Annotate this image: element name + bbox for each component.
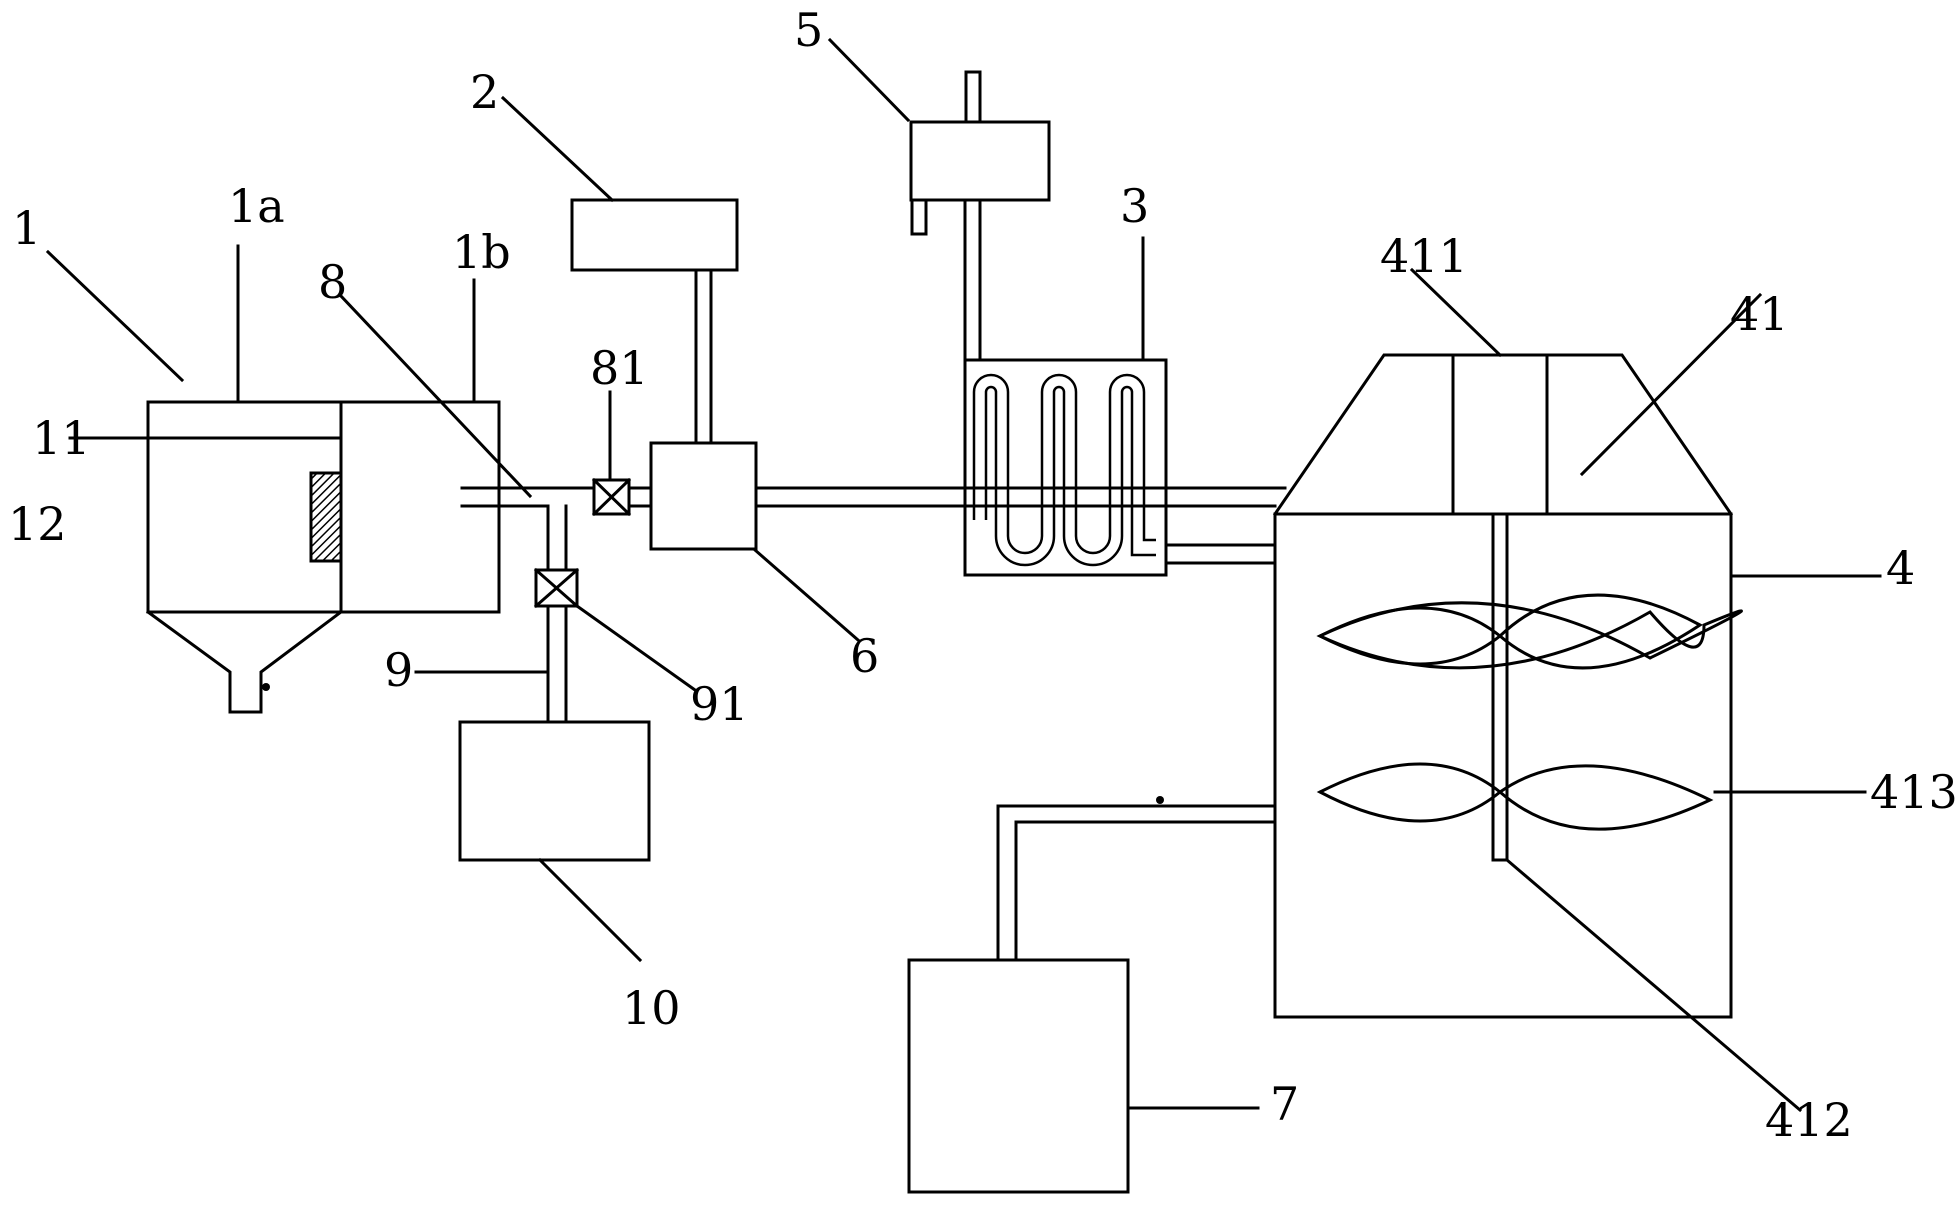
label-7: 7 xyxy=(1270,1077,1299,1131)
label-3: 3 xyxy=(1120,179,1149,233)
label-1a: 1a xyxy=(228,179,285,233)
label-413: 413 xyxy=(1870,765,1955,819)
valve-91[interactable] xyxy=(533,567,580,609)
label-8: 8 xyxy=(318,255,347,309)
reactor-4 xyxy=(1272,353,1743,1019)
hood-41 xyxy=(1272,353,1734,517)
unit-6 xyxy=(649,441,758,551)
unit-2 xyxy=(570,198,739,272)
valve-81[interactable] xyxy=(591,477,632,517)
tank-10 xyxy=(458,720,651,862)
label-2: 2 xyxy=(470,65,499,119)
label-5: 5 xyxy=(794,3,823,57)
label-9: 9 xyxy=(384,643,413,697)
label-4: 4 xyxy=(1886,541,1915,595)
label-12: 12 xyxy=(8,497,67,551)
hopper xyxy=(145,609,344,714)
label-81: 81 xyxy=(590,341,649,395)
label-41: 41 xyxy=(1730,287,1789,341)
blade-upper xyxy=(1316,601,1743,670)
pipe-8 xyxy=(460,486,653,508)
tank-7 xyxy=(907,958,1130,1194)
label-10: 10 xyxy=(622,981,681,1035)
label-1: 1 xyxy=(12,201,41,255)
outlet-dot xyxy=(262,683,270,691)
label-91: 91 xyxy=(690,677,749,731)
labels: 1 1a 1b 11 12 8 81 2 5 3 411 41 4 6 9 91… xyxy=(8,3,1955,1147)
element-12 xyxy=(309,471,343,563)
label-1b: 1b xyxy=(452,225,511,279)
blade-lower xyxy=(1316,762,1714,831)
label-412: 412 xyxy=(1765,1093,1853,1147)
label-11: 11 xyxy=(32,411,91,465)
label-411: 411 xyxy=(1380,229,1468,283)
branch-pipe-9 xyxy=(546,504,568,724)
motor-411 xyxy=(1451,353,1549,516)
leader-lines xyxy=(45,37,1882,1113)
unit-1 xyxy=(68,400,501,714)
heat-exchanger-3 xyxy=(963,358,1168,577)
outlet-pipe xyxy=(996,796,1277,962)
label-6: 6 xyxy=(850,629,879,683)
